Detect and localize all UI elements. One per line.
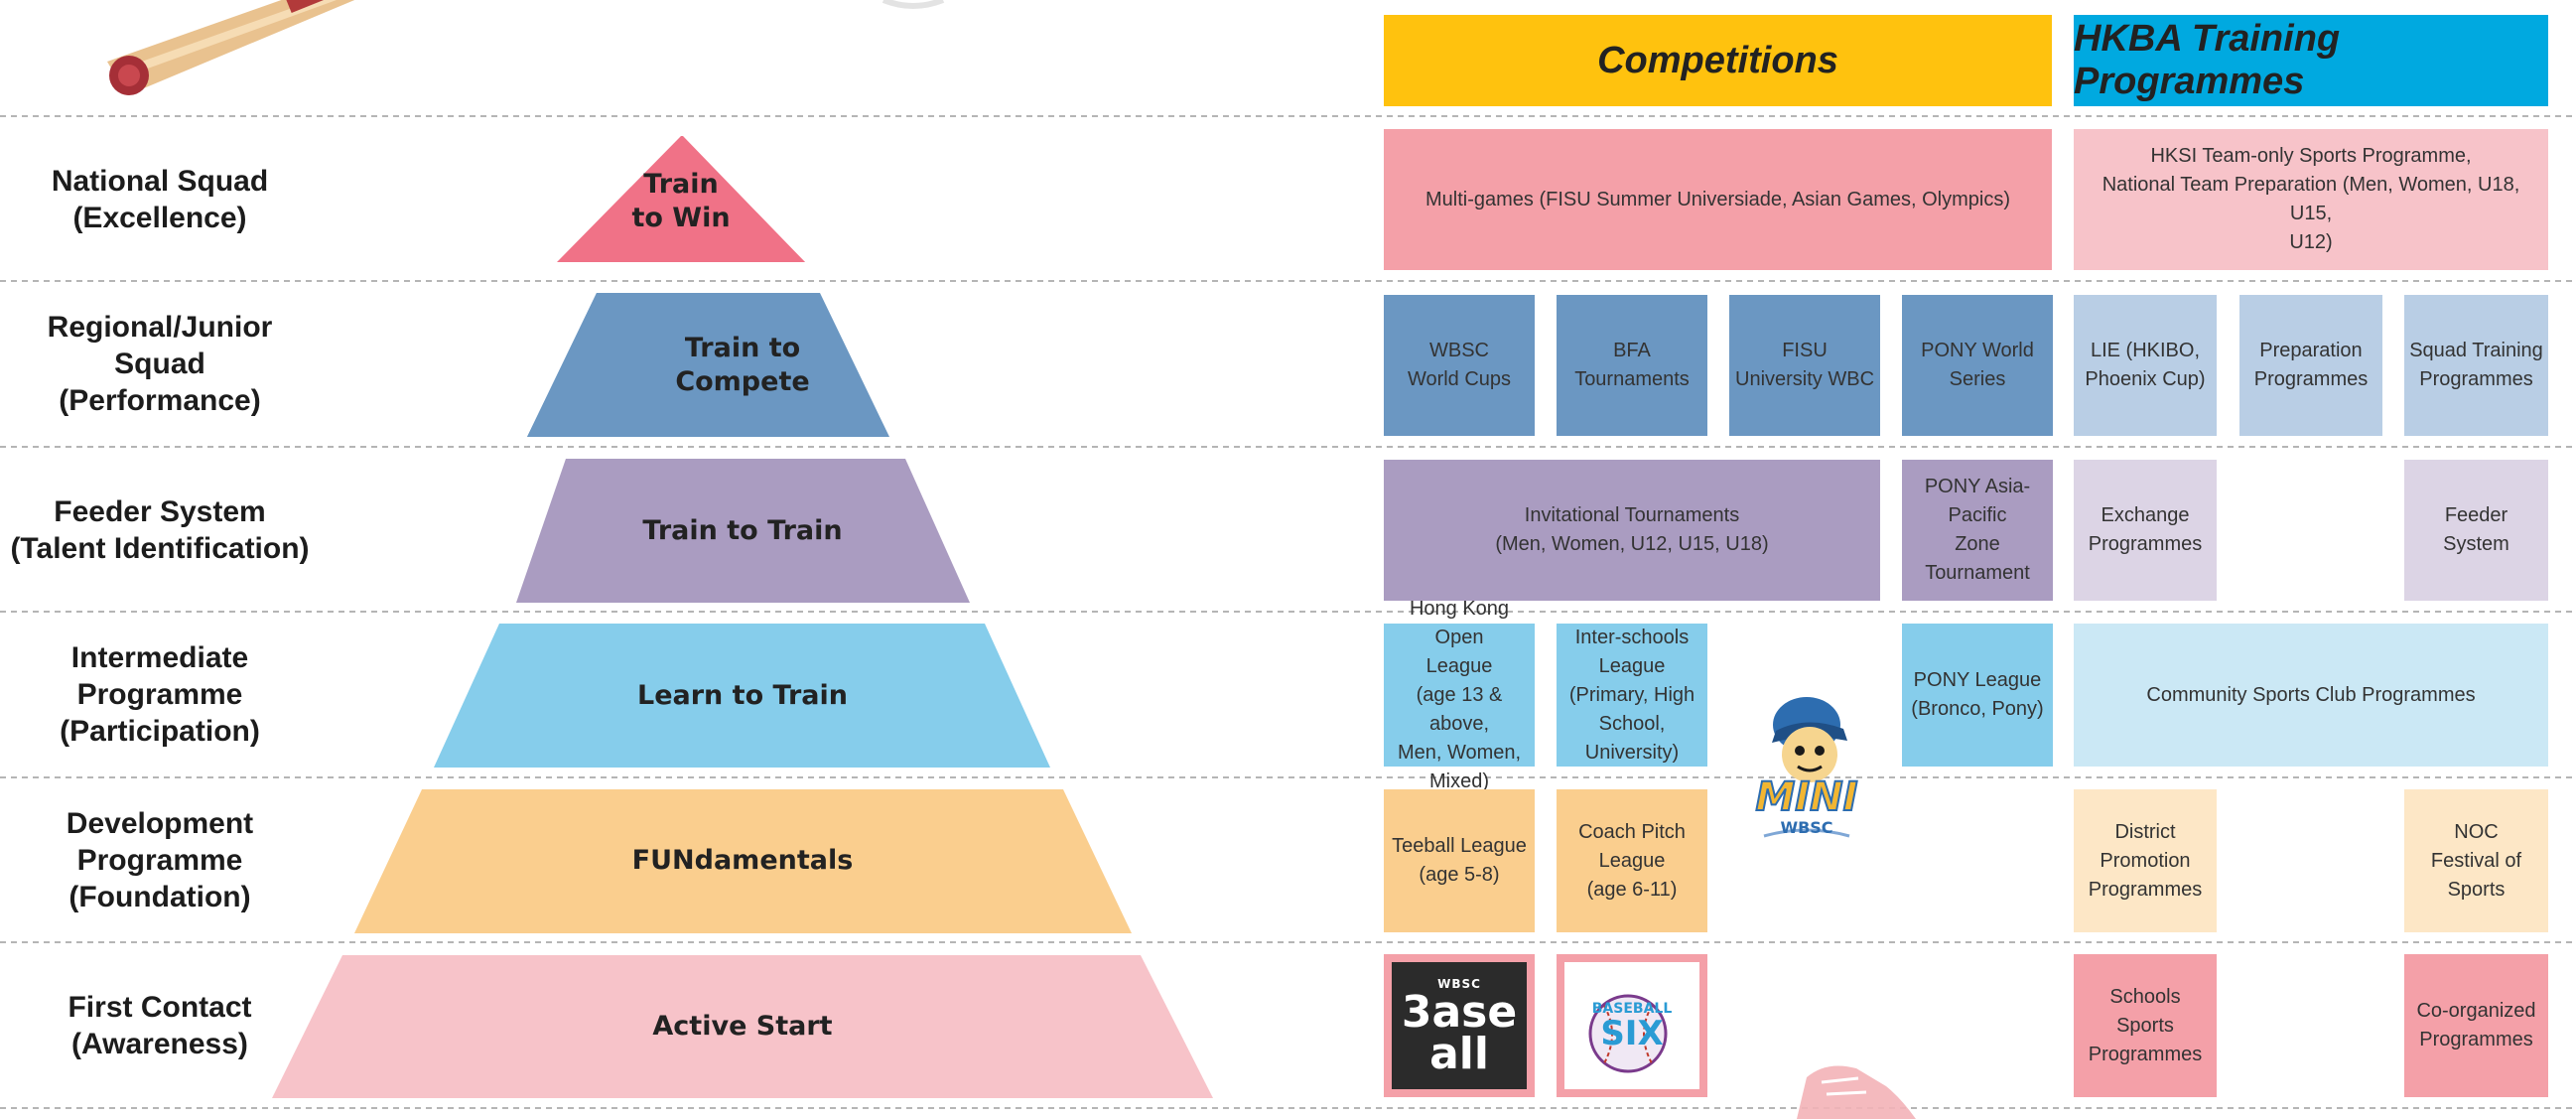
baseball-bat-icon — [107, 0, 355, 95]
train-lie-hkibo: LIE (HKIBO, Phoenix Cup) — [2074, 295, 2217, 436]
stage-label-train-to-compete: Train to Compete — [675, 333, 810, 397]
level-feeder-system: Feeder System (Talent Identification) — [10, 494, 310, 565]
pyramid-tier-active-start — [272, 955, 1213, 1098]
comp-bfa-tournaments: BFA Tournaments — [1557, 295, 1707, 436]
train-feeder-system: Feeder System — [2404, 460, 2548, 601]
comp-pony-world-series: PONY World Series — [1902, 295, 2053, 436]
baseball5-logo-line1: 3ase — [1401, 987, 1518, 1038]
train-hksi-team-only: HKSI Team-only Sports Programme, Nationa… — [2074, 129, 2548, 270]
training-header-label: HKBA Training Programmes — [2074, 18, 2341, 102]
pyramid-tier-fundamentals — [354, 789, 1132, 933]
decorative-arc — [881, 0, 945, 9]
comp-hong-kong-open-league: Hong Kong Open League (age 13 & above, M… — [1384, 598, 1535, 792]
level-development-programme: Development Programme (Foundation) — [66, 807, 254, 913]
baseball-six-logo-top: BASEBALL — [1591, 1001, 1673, 1017]
stage-label-active-start: Active Start — [652, 1011, 833, 1042]
level-intermediate-programme: Intermediate Programme (Participation) — [60, 641, 260, 748]
stage-label-train-to-train: Train to Train — [642, 515, 843, 546]
train-preparation-programmes: Preparation Programmes — [2239, 295, 2382, 436]
train-squad-training: Squad Training Programmes — [2404, 295, 2548, 436]
training-header: HKBA Training Programmes — [2074, 15, 2548, 106]
train-noc-festival: NOC Festival of Sports — [2404, 789, 2548, 932]
train-district-promotion: District Promotion Programmes — [2074, 789, 2217, 932]
stage-label-train-to-win: Train to Win — [631, 169, 731, 233]
baseball-icon — [1588, 994, 1668, 1073]
pyramid-tier-train-to-train — [516, 459, 970, 603]
mascot-icon — [1763, 697, 1850, 838]
baseball5-logo-panel: WBSC 3ase all — [1392, 962, 1527, 1089]
train-schools-sports: Schools Sports Programmes — [2074, 954, 2217, 1097]
train-exchange-programmes: Exchange Programmes — [2074, 460, 2217, 601]
comp-coach-pitch-league: Coach Pitch League (age 6-11) — [1557, 789, 1707, 932]
comp-invitational-tournaments: Invitational Tournaments (Men, Women, U1… — [1384, 460, 1880, 601]
mini-wbsc-logo: MINI WBSC — [1732, 685, 1881, 854]
stage-label-fundamentals: FUNdamentals — [631, 845, 854, 876]
comp-fisu-university-wbc: FISU University WBC — [1729, 295, 1880, 436]
level-national-squad: National Squad (Excellence) — [51, 164, 269, 234]
comp-inter-schools-league: Inter-schools League (Primary, High Scho… — [1557, 624, 1707, 767]
row-separators — [0, 115, 2576, 1109]
pyramid-tier-train-to-compete — [527, 293, 889, 437]
train-co-organized: Co-organized Programmes — [2404, 954, 2548, 1097]
baseball-six-logo: BASEBALL SIX — [1557, 954, 1707, 1097]
mini-logo-sub: WBSC — [1780, 818, 1833, 837]
train-community-sports-club: Community Sports Club Programmes — [2074, 624, 2548, 767]
competitions-header-label: Competitions — [1597, 39, 1838, 81]
comp-wbsc-world-cups: WBSC World Cups — [1384, 295, 1535, 436]
shoe-decoration — [1797, 1065, 1916, 1119]
comp-multi-games: Multi-games (FISU Summer Universiade, As… — [1384, 129, 2052, 270]
competitions-header: Competitions — [1384, 15, 2052, 106]
stage-label-learn-to-train: Learn to Train — [637, 680, 848, 711]
level-first-contact: First Contact (Awareness) — [68, 990, 252, 1060]
level-regional-junior-squad: Regional/Junior Squad (Performance) — [47, 311, 273, 417]
baseball-six-logo-main: SIX — [1600, 1014, 1664, 1053]
baseball-six-logo-panel: BASEBALL SIX — [1564, 962, 1699, 1089]
mini-logo-main: MINI — [1754, 773, 1858, 821]
comp-teeball-league: Teeball League (age 5-8) — [1384, 789, 1535, 932]
baseball5-logo: WBSC 3ase all — [1384, 954, 1535, 1097]
comp-pony-asia-pacific: PONY Asia-Pacific Zone Tournament — [1902, 460, 2053, 601]
pyramid — [272, 136, 1213, 1098]
baseball5-logo-top: WBSC — [1437, 977, 1481, 991]
comp-pony-league: PONY League (Bronco, Pony) — [1902, 624, 2053, 767]
pyramid-tier-learn-to-train — [434, 624, 1050, 768]
baseball5-logo-line2: all — [1429, 1029, 1489, 1079]
